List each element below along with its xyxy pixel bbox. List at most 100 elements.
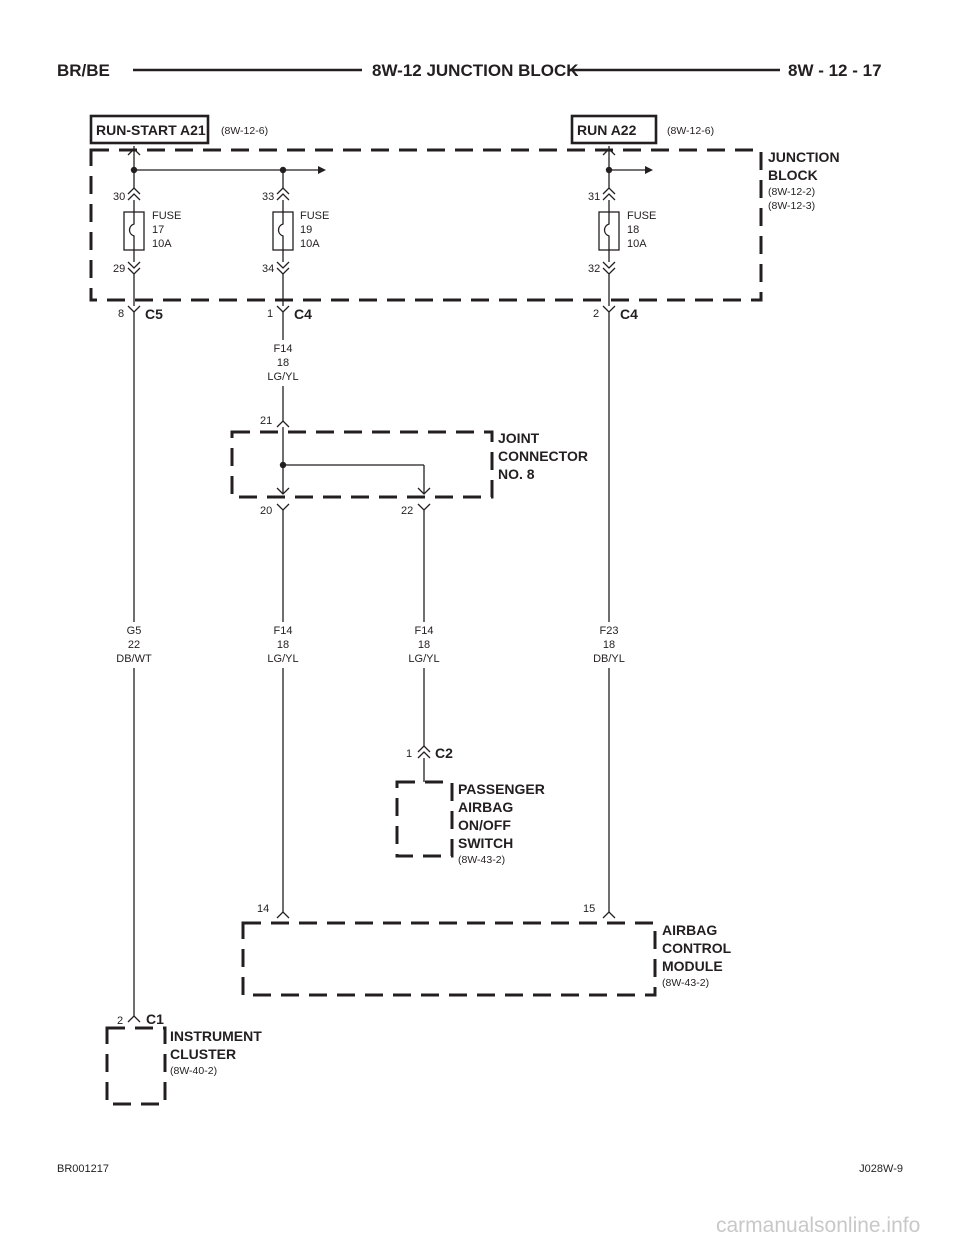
c4-pin2-number: 2 (593, 308, 599, 320)
wire-g5-gauge: 22 (128, 639, 140, 651)
c1-pin-number: 2 (117, 1015, 123, 1027)
fuse19-l3: 10A (300, 238, 320, 250)
c2-connector-label: C2 (435, 745, 453, 761)
joint-pin-22-terminal (417, 503, 431, 511)
fuse17-l3: 10A (152, 238, 172, 250)
fuse17-l1: FUSE (152, 210, 181, 222)
footer-code: J028W-9 (859, 1163, 903, 1175)
c5-pin-8-terminal (127, 305, 141, 313)
wire-f23-circuit: F23 (600, 625, 619, 637)
junction-block-ref-1: (8W-12-2) (768, 186, 815, 198)
acm-pin-14-terminal (276, 911, 290, 919)
instrument-cluster-name-1: INSTRUMENT (170, 1028, 262, 1044)
joint-inner-terminal-22 (417, 487, 431, 495)
wire-f23-color: DB/YL (593, 653, 625, 665)
joint-inner-terminal-20 (276, 487, 290, 495)
c1-connector-label: C1 (146, 1011, 164, 1027)
joint-pin-22: 22 (401, 505, 413, 517)
wire-f14-b-circuit: F14 (415, 625, 434, 637)
run-ref: (8W-12-6) (667, 125, 714, 137)
c4-pin-1-terminal (276, 305, 290, 313)
acm-pin-15-terminal (602, 911, 616, 919)
run-start-label: RUN-START A21 (96, 122, 206, 138)
fuse17-pin-in: 30 (113, 191, 125, 203)
watermark: carmanualsonline.info (716, 1214, 920, 1237)
header-title: 8W-12 JUNCTION BLOCK (372, 61, 579, 80)
junction-block-outline (89, 148, 763, 302)
c5-connector-label: C5 (145, 306, 163, 322)
run-start-source-box (89, 114, 210, 145)
fuse18-pin-out: 32 (588, 263, 600, 275)
footer-figure-id: BR001217 (57, 1163, 109, 1175)
joint-connector-outline (230, 430, 494, 499)
passenger-switch-outline (395, 780, 454, 858)
fuse19-pin-in: 33 (262, 191, 274, 203)
fuse17-l2: 17 (152, 224, 164, 236)
header-page: 8W - 12 - 17 (788, 61, 882, 80)
bus-run-arrow (645, 166, 653, 174)
fuse19-l2: 19 (300, 224, 312, 236)
instrument-cluster-outline (105, 1026, 167, 1106)
fuse18-l2: 18 (627, 224, 639, 236)
wire-g5-circuit: G5 (127, 625, 142, 637)
joint-pin-21: 21 (260, 415, 272, 427)
acm-pin-14: 14 (257, 903, 269, 915)
joint-connector-name-3: NO. 8 (498, 466, 535, 482)
wire-f14-top-color: LG/YL (267, 371, 298, 383)
wire-f14-top-gauge: 18 (277, 357, 289, 369)
passenger-switch-name-1: PASSENGER (458, 781, 545, 797)
wire-f14-a-gauge: 18 (277, 639, 289, 651)
joint-pin-21-terminal (276, 420, 290, 428)
c5-pin-number: 8 (118, 308, 124, 320)
c2-pin-1-terminal (417, 745, 431, 759)
fuse18-l1: FUSE (627, 210, 656, 222)
wire-f14-a-color: LG/YL (267, 653, 298, 665)
airbag-module-name-3: MODULE (662, 958, 723, 974)
wire-f14-b-color: LG/YL (408, 653, 439, 665)
splice-dot-3 (605, 166, 613, 174)
run-start-ref: (8W-12-6) (221, 125, 268, 137)
passenger-switch-name-3: ON/OFF (458, 817, 511, 833)
run-source-box (570, 114, 658, 145)
instrument-cluster-name-2: CLUSTER (170, 1046, 236, 1062)
fuse18-pin-in: 31 (588, 191, 600, 203)
acm-pin-15: 15 (583, 903, 595, 915)
fuse18-l3: 10A (627, 238, 647, 250)
fuse-19 (272, 187, 294, 306)
c2-pin-number: 1 (406, 748, 412, 760)
passenger-switch-name-2: AIRBAG (458, 799, 513, 815)
joint-connector-name-2: CONNECTOR (498, 448, 588, 464)
c1-pin-2-terminal (127, 1015, 141, 1023)
fuse19-l1: FUSE (300, 210, 329, 222)
wire-f14-top-circuit: F14 (274, 343, 293, 355)
c4-connector-label-2: C4 (620, 306, 638, 322)
fuse19-pin-out: 34 (262, 263, 274, 275)
instrument-cluster-ref: (8W-40-2) (170, 1065, 217, 1077)
c4-connector-label-1: C4 (294, 306, 312, 322)
passenger-switch-ref: (8W-43-2) (458, 854, 505, 866)
c4-pin1-number: 1 (267, 308, 273, 320)
joint-connector-name-1: JOINT (498, 430, 540, 446)
junction-block-ref-2: (8W-12-3) (768, 200, 815, 212)
splice-dot-1 (130, 166, 138, 174)
airbag-module-name-1: AIRBAG (662, 922, 717, 938)
junction-block-name-1: JUNCTION (768, 149, 840, 165)
fuse-17 (123, 148, 145, 306)
wire-f14-a-circuit: F14 (274, 625, 293, 637)
airbag-module-ref: (8W-43-2) (662, 977, 709, 989)
wire-f23-gauge: 18 (603, 639, 615, 651)
joint-pin-20-terminal (276, 503, 290, 511)
fuse-18 (598, 148, 620, 306)
fuse17-pin-out: 29 (113, 263, 125, 275)
wire-f14-b-gauge: 18 (418, 639, 430, 651)
bus-run-start-arrow (318, 166, 326, 174)
c4-pin-2-terminal (602, 305, 616, 313)
passenger-switch-name-4: SWITCH (458, 835, 513, 851)
junction-block-name-2: BLOCK (768, 167, 818, 183)
run-label: RUN A22 (577, 122, 637, 138)
header-model: BR/BE (57, 61, 110, 80)
airbag-module-outline (241, 921, 657, 997)
joint-pin-20: 20 (260, 505, 272, 517)
airbag-module-name-2: CONTROL (662, 940, 732, 956)
